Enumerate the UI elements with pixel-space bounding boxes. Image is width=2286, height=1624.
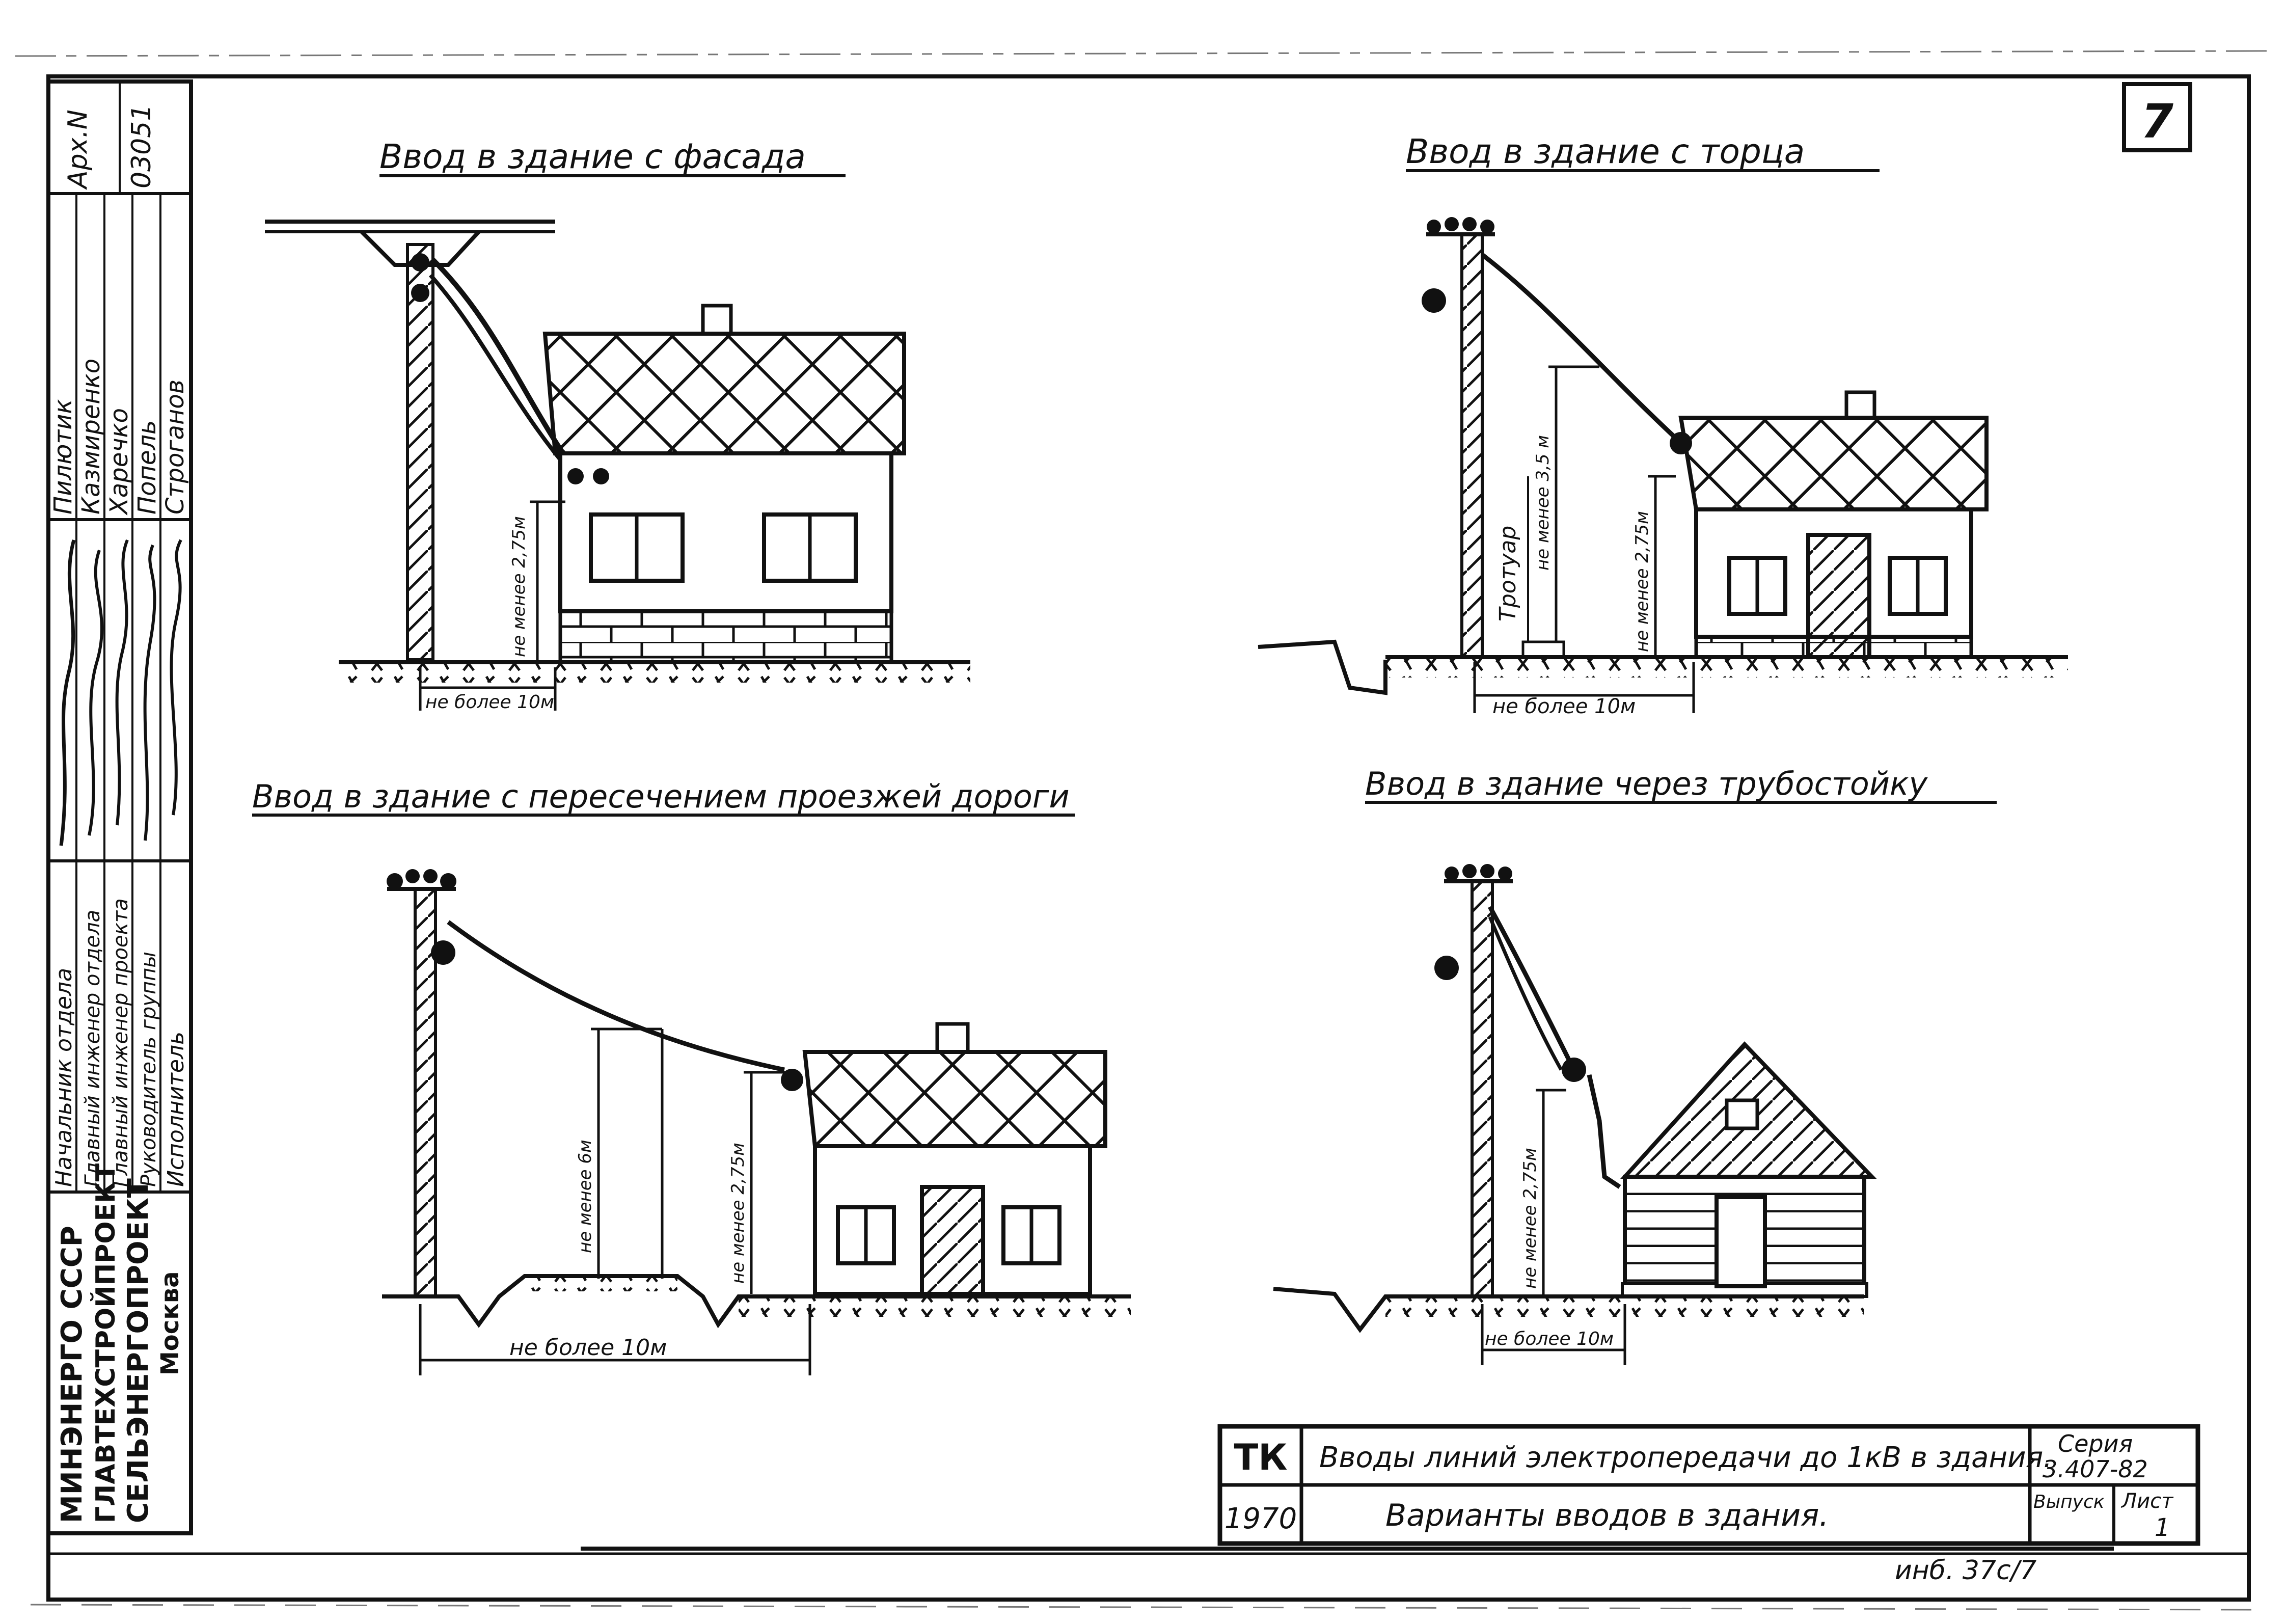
- title-subtitle: Варианты вводов в здания.: [1385, 1498, 1829, 1533]
- drawing-2-height-dim: не менее 2,75м: [1632, 511, 1652, 652]
- sheet-number: 7: [2141, 94, 2173, 149]
- stamp-role-2: Главный инженер отдела: [81, 910, 104, 1187]
- title-block: ТК 1970 Вводы линий электропередачи до 1…: [1217, 1424, 2200, 1546]
- sheet-number-box: 7: [2122, 82, 2192, 152]
- archive-number: 03051: [126, 104, 157, 188]
- pole-4: [1434, 864, 1513, 1298]
- org-line-1: МИНЭНЕРГО СССР: [56, 1226, 89, 1523]
- org-line-3: СЕЛЬЭНЕРГОПРОЕКТ: [122, 1178, 155, 1523]
- pole-2: [1422, 217, 1495, 659]
- pole-1: [406, 243, 434, 661]
- drawing-gable: Ввод в здание с торца не менее 3,5 м Тро…: [1258, 132, 2068, 718]
- left-stamp: Арх.N 03051 Пилютик Казмиренко Харечко П…: [46, 79, 193, 1535]
- stamp-role-3: Главный инженер проекта: [109, 898, 132, 1187]
- drawing-4-distance-dim: не более 10м: [1485, 1329, 1614, 1349]
- drawing-4-title: Ввод в здание через трубостойку: [1365, 765, 1928, 802]
- pole-3: [387, 869, 456, 1298]
- sheet-frame: [15, 50, 2272, 1611]
- drawing-1-title: Ввод в здание с фасада: [379, 137, 806, 176]
- drawing-1-height-dim: не менее 2,75м: [509, 516, 529, 657]
- series-value: 3.407-82: [2043, 1455, 2148, 1483]
- stamp-name-4: Попель: [133, 420, 161, 515]
- archive-label: Арх.N: [63, 110, 93, 190]
- org-line-2: ГЛАВТЕХСТРОЙПРОЕКТ: [90, 1163, 121, 1523]
- tk-code: ТК: [1234, 1437, 1288, 1478]
- issue-label: Выпуск: [2033, 1492, 2105, 1512]
- stamp-role-5: Исполнитель: [163, 1032, 189, 1187]
- drawing-3-title: Ввод в здание с пересечением проезжей до…: [252, 778, 1070, 815]
- drawing-3-road-clearance-dim: не менее 6м: [575, 1140, 595, 1253]
- stamp-name-1: Пилютик: [49, 399, 77, 515]
- inventory-note: инб. 37с/7: [1895, 1555, 2036, 1586]
- year: 1970: [1224, 1502, 1297, 1535]
- drawing-2-distance-dim: не более 10м: [1492, 695, 1636, 718]
- stamp-name-5: Строганов: [161, 380, 189, 515]
- drawing-road-crossing: Ввод в здание с пересечением проезжей до…: [252, 778, 1131, 1375]
- stamp-role-1: Начальник отдела: [51, 968, 77, 1187]
- drawing-3-height-dim: не менее 2,75м: [728, 1143, 748, 1284]
- sheet-label: Лист: [2120, 1490, 2174, 1513]
- drawing-3-distance-dim: не более 10м: [509, 1335, 667, 1361]
- drawing-facade: Ввод в здание с фасада не менее 2,75м: [265, 137, 970, 713]
- stamp-name-3: Харечко: [105, 408, 133, 516]
- drawing-2-sidewalk-label: Тротуар: [1495, 526, 1521, 621]
- org-line-4: Москва: [156, 1271, 184, 1375]
- drawing-2-clearance-dim: не менее 3,5 м: [1533, 435, 1553, 571]
- drawing-4-height-dim: не менее 2,75м: [1520, 1148, 1540, 1289]
- sheet-value: 1: [2155, 1513, 2170, 1542]
- stamp-name-2: Казмиренко: [77, 359, 105, 515]
- drawing-1-distance-dim: не более 10м: [425, 692, 554, 713]
- signatures: [59, 539, 182, 846]
- stamp-role-4: Руководитель группы: [137, 952, 160, 1187]
- series-label: Серия: [2058, 1430, 2133, 1457]
- drawing-roof-rack: Ввод в здание через трубостойку не менее…: [1273, 765, 1997, 1365]
- title-main: Вводы линий электропередачи до 1кВ в зда…: [1319, 1441, 2052, 1474]
- drawing-2-title: Ввод в здание с торца: [1406, 132, 1805, 171]
